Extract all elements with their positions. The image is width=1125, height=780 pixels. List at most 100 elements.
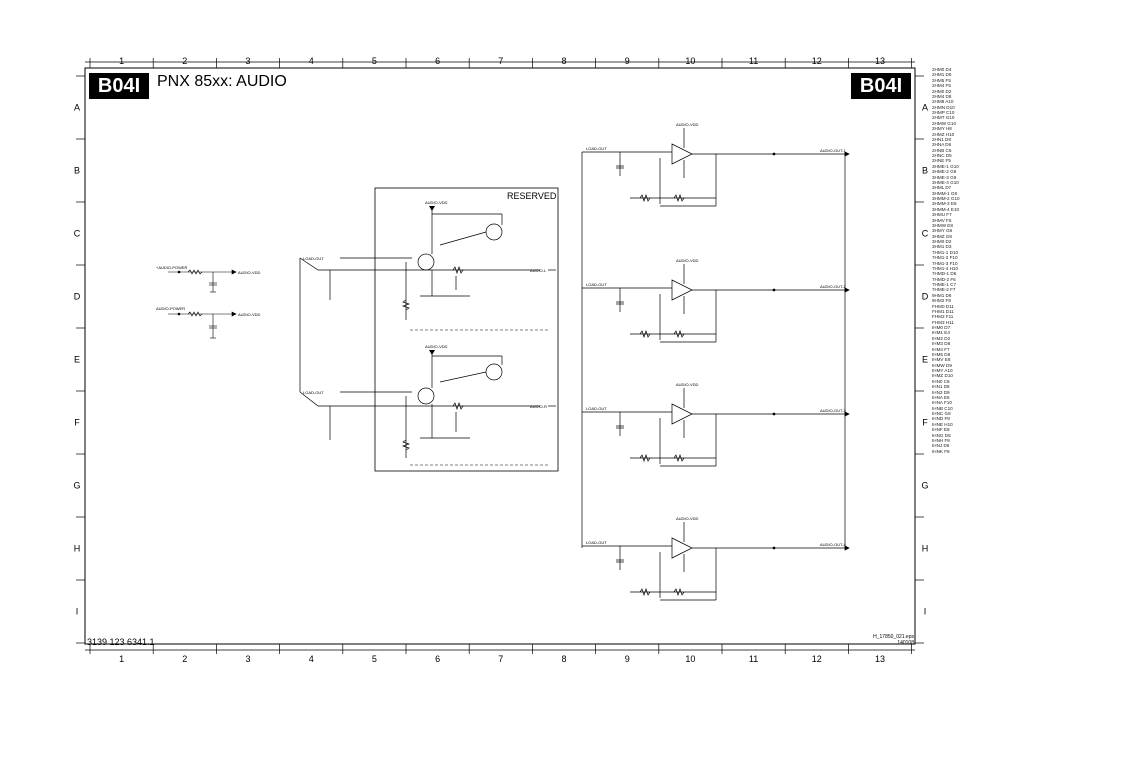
- transistor-stage-left: [329, 206, 556, 320]
- column-label-bottom: 13: [875, 654, 885, 664]
- output-bus: [581, 152, 846, 548]
- row-label-left: F: [74, 418, 80, 428]
- reference-item: 3HME-2 G9: [932, 169, 957, 175]
- net-label-right-in: LOAD-OUT: [303, 390, 324, 395]
- reference-item: 2HMT G10: [932, 115, 955, 121]
- row-label-left: G: [73, 481, 80, 491]
- column-label-bottom: 12: [812, 654, 822, 664]
- column-label-bottom: 9: [625, 654, 630, 664]
- file-date: 140108: [897, 640, 914, 646]
- net-label-amp-in: LOAD-OUT: [586, 282, 607, 287]
- reserved-dashes: [410, 329, 548, 466]
- reference-item: 3HMM-3 E8: [932, 201, 957, 207]
- column-label-bottom: 8: [561, 654, 566, 664]
- net-label-amp-out: AUDIO-OUT-2: [820, 284, 847, 289]
- reserved-label: RESERVED: [507, 191, 557, 201]
- amplifier-stage: [582, 264, 850, 343]
- reference-item: 2HM0 D2: [932, 88, 952, 94]
- reference-item: 2HN1 D8: [932, 136, 951, 142]
- column-label-bottom: 5: [372, 654, 377, 664]
- reference-item: 3HMM-4 E10: [932, 206, 960, 212]
- column-label-top: 7: [498, 56, 503, 66]
- net-label-amp-out: AUDIO-OUT-1: [820, 148, 847, 153]
- net-label-supply-bottom: AUDIO-POWER: [156, 306, 185, 311]
- reference-item: 3HMW E8: [932, 222, 953, 228]
- reference-item: IHMZ D10: [932, 373, 953, 379]
- reference-item: 7HMD-1 D6: [932, 271, 957, 277]
- reference-item: 9HM1 D6: [932, 292, 952, 298]
- reference-item: 7HME-2 F7: [932, 287, 956, 293]
- amplifier-group: AUDIO-VDDAUDIO-OUT-1LOAD-OUTAUDIO-VDDAUD…: [582, 122, 850, 601]
- net-label-amp-vdd: AUDIO-VDD: [676, 122, 699, 127]
- reserved-block-frame: [374, 187, 559, 472]
- row-label-right: E: [922, 355, 928, 365]
- reference-item: IHNE H10: [932, 421, 953, 427]
- reference-item: 3HMY G8: [932, 228, 953, 234]
- reference-item: 2HM5 F5: [932, 77, 951, 83]
- net-label-left-out: AUDIO-L: [530, 268, 547, 273]
- reference-item: IHNA E6: [932, 394, 950, 400]
- transistor-stage-right: [329, 350, 556, 458]
- reference-item: 3HMU F7: [932, 212, 952, 218]
- reference-item: 2HM4 D8: [932, 93, 952, 99]
- reference-item: IHM3 D8: [932, 341, 951, 347]
- supply-filter-bottom: [168, 311, 237, 339]
- sheet-badge-left: B04I: [89, 73, 149, 99]
- file-name: H_17850_021.eps: [873, 634, 914, 640]
- reference-item: 7HM1-3 F10: [932, 260, 958, 266]
- reference-item: 3HMM-2 G10: [932, 196, 960, 201]
- row-label-right: C: [922, 229, 929, 239]
- vdd-arrow-lower: [429, 350, 435, 355]
- reference-item: IHN3 D9: [932, 389, 950, 395]
- row-label-right: D: [922, 292, 929, 302]
- row-label-right: F: [922, 418, 928, 428]
- amplifier-stage: [582, 522, 850, 601]
- reference-item: IHMY A10: [932, 368, 953, 373]
- column-label-top: 3: [245, 56, 250, 66]
- reference-item: IHM4 F7: [932, 346, 950, 352]
- reference-item: 7HM1-2 F10: [932, 255, 958, 261]
- row-label-left: E: [74, 355, 80, 365]
- reference-item: 3HM1 D3: [932, 244, 952, 250]
- reference-item: IHM1 E4: [932, 330, 950, 336]
- reference-item: 2HMY H8: [932, 126, 952, 132]
- reference-item: FHM2 F11: [932, 314, 954, 320]
- amplifier-stage: [582, 388, 850, 467]
- reference-item: IHNG D8: [932, 432, 951, 438]
- reference-item: 2HMZ H10: [932, 131, 955, 137]
- reference-item: FHM0 D11: [932, 303, 954, 309]
- sheet-title: PNX 85xx: AUDIO: [157, 73, 287, 90]
- input-bus: [299, 257, 420, 407]
- net-label-amp-out: AUDIO-OUT-3: [820, 408, 847, 413]
- row-label-left: C: [74, 229, 81, 239]
- reference-item: 3HME-4 G10: [932, 179, 959, 185]
- amplifier-stage: [582, 128, 850, 207]
- column-label-bottom: 6: [435, 654, 440, 664]
- column-label-top: 2: [182, 56, 187, 66]
- column-label-top: 12: [812, 56, 822, 66]
- reference-item: IHNK F8: [932, 448, 950, 454]
- reference-item: 9HM2 F6: [932, 298, 951, 304]
- reference-item: IHN0 C8: [932, 378, 950, 384]
- reference-item: 2HNE F5: [932, 158, 951, 164]
- reference-item: IHMV E8: [932, 357, 951, 363]
- column-label-top: 9: [625, 56, 630, 66]
- row-ticks: [76, 75, 924, 644]
- reference-item: 3HMZ G8: [932, 233, 952, 239]
- column-label-top: 13: [875, 56, 885, 66]
- doc-number: 3139 123 6341.1: [87, 637, 155, 647]
- net-label-left-in: LOAD-OUT: [303, 256, 324, 261]
- border-frame: [84, 61, 916, 651]
- reference-item: FHM1 D11: [932, 308, 954, 314]
- reference-item: IHM0 D7: [932, 325, 951, 330]
- column-label-top: 6: [435, 56, 440, 66]
- reference-item: 2HM8 A10: [932, 99, 954, 105]
- net-label-amp-in: LOAD-OUT: [586, 540, 607, 545]
- row-label-left: H: [74, 544, 81, 554]
- reference-item: IHMW D9: [932, 362, 952, 368]
- row-label-right: I: [924, 607, 927, 617]
- reference-item: IHM2 D2: [932, 335, 951, 341]
- row-label-right: B: [922, 166, 928, 176]
